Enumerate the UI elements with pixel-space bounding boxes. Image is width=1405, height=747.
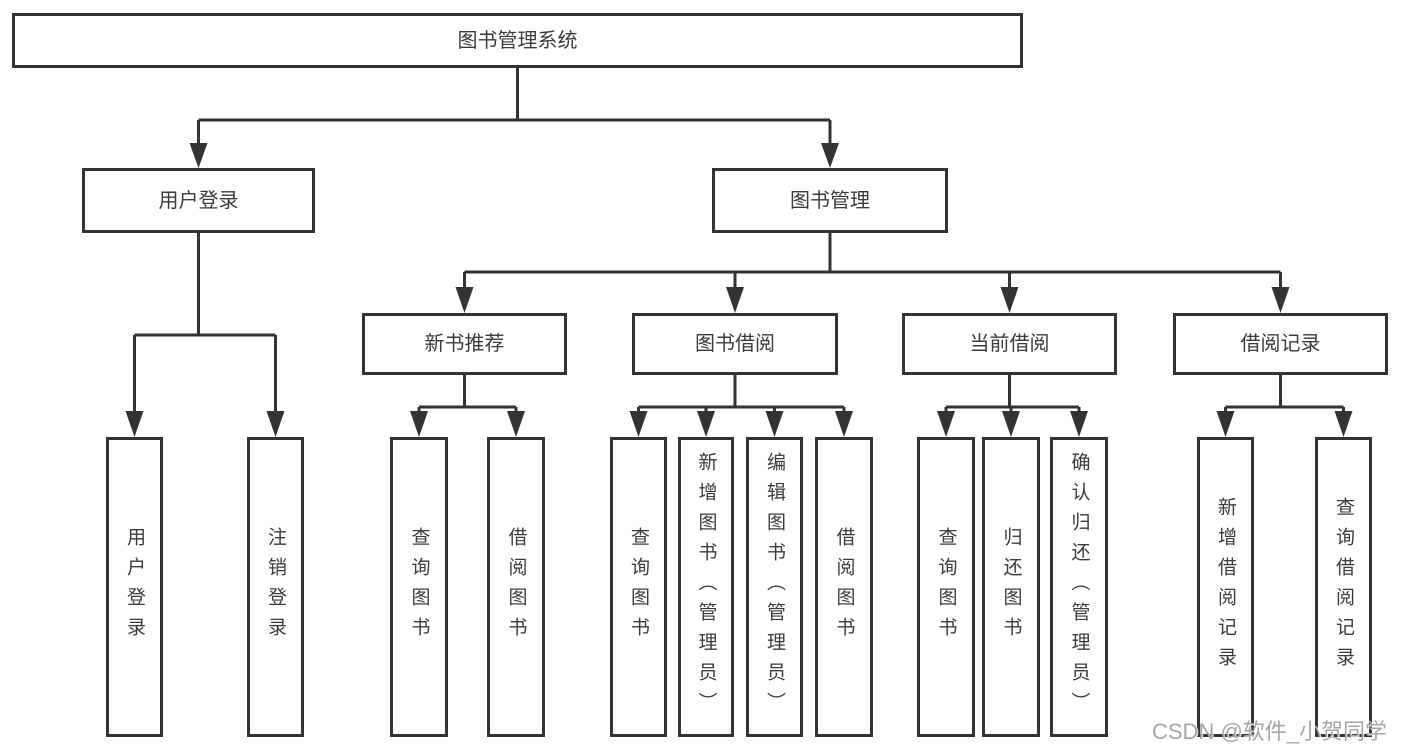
- node-label: 当前借阅: [969, 333, 1050, 355]
- leaf-confirm-return-admin: 确认归还（管理员）: [1050, 437, 1108, 737]
- leaf-query-books-borrow: 查询图书: [610, 437, 667, 737]
- leaf-add-books-admin: 新增图书（管理员）: [678, 437, 734, 737]
- node-new-book-recommend: 新书推荐: [362, 313, 567, 375]
- leaf-user-login: 用户登录: [106, 437, 163, 737]
- connector-root-to-level2: [189, 68, 839, 168]
- leaf-logout: 注销登录: [247, 437, 304, 737]
- node-label: 图书管理系统: [457, 29, 578, 52]
- arrowhead: [629, 411, 648, 437]
- node-label: 图书借阅: [695, 333, 775, 355]
- leaf-query-books-current: 查询图书: [917, 437, 975, 737]
- arrowhead: [937, 411, 955, 437]
- arrowhead: [1070, 411, 1088, 437]
- leaf-label: 用户登录: [124, 527, 145, 647]
- leaf-borrow-books-borrow: 借阅图书: [815, 437, 873, 737]
- node-label: 新书推荐: [424, 333, 505, 355]
- leaf-label: 编辑图书（管理员）: [764, 452, 785, 722]
- node-label: 借阅记录: [1240, 333, 1321, 355]
- arrowhead: [821, 143, 839, 168]
- node-label: 用户登录: [158, 189, 239, 212]
- arrowhead: [1000, 287, 1019, 313]
- node-library-management-system: 图书管理系统: [12, 13, 1023, 68]
- node-book-borrow: 图书借阅: [632, 313, 838, 375]
- connector-book-borrow-to-leaves: [629, 375, 853, 437]
- leaf-query-borrow-record: 查询借阅记录: [1315, 437, 1372, 737]
- leaf-label: 归还图书: [1000, 527, 1022, 647]
- arrowhead: [266, 411, 285, 437]
- arrowhead: [1002, 411, 1020, 437]
- arrowhead: [507, 411, 525, 437]
- arrowhead: [1216, 411, 1235, 437]
- node-label: 图书管理: [790, 189, 870, 212]
- leaf-borrow-books-recommend: 借阅图书: [487, 437, 545, 737]
- arrowhead: [835, 411, 853, 437]
- connector-user-login-to-leaves: [125, 233, 285, 437]
- arrowhead: [1334, 411, 1353, 437]
- arrowhead: [765, 411, 784, 437]
- arrowhead: [455, 287, 474, 313]
- leaf-label: 借阅图书: [833, 527, 855, 647]
- leaf-label: 查询图书: [935, 527, 957, 647]
- arrowhead: [125, 411, 144, 437]
- node-user-login: 用户登录: [82, 168, 315, 233]
- arrowhead: [697, 411, 715, 437]
- leaf-label: 确认归还（管理员）: [1068, 452, 1090, 722]
- leaf-label: 新增借阅记录: [1215, 497, 1236, 677]
- leaf-label: 查询图书: [628, 527, 649, 647]
- arrowhead: [1271, 287, 1290, 313]
- node-current-borrow: 当前借阅: [902, 313, 1117, 375]
- leaf-label: 查询借阅记录: [1333, 497, 1354, 677]
- connector-current-borrow-to-leaves: [937, 375, 1088, 437]
- connector-borrow-records-to-leaves: [1216, 375, 1353, 437]
- node-book-management: 图书管理: [712, 168, 948, 233]
- leaf-return-books: 归还图书: [982, 437, 1040, 737]
- leaf-label: 注销登录: [265, 527, 286, 647]
- leaf-query-books-recommend: 查询图书: [390, 437, 448, 737]
- arrowhead: [726, 287, 744, 313]
- leaf-label: 查询图书: [408, 527, 430, 647]
- arrowhead: [189, 143, 208, 168]
- csdn-watermark: CSDN @软件_小贺同学: [1152, 719, 1388, 744]
- arrowhead: [410, 411, 428, 437]
- node-borrow-records: 借阅记录: [1173, 313, 1388, 375]
- connector-new-book-recommend-to-leaves: [410, 375, 525, 437]
- leaf-add-borrow-record: 新增借阅记录: [1197, 437, 1254, 737]
- leaf-label: 借阅图书: [505, 527, 527, 647]
- leaf-edit-books-admin: 编辑图书（管理员）: [746, 437, 803, 737]
- leaf-label: 新增图书（管理员）: [695, 452, 717, 722]
- connector-book-management-to-level3: [455, 233, 1290, 313]
